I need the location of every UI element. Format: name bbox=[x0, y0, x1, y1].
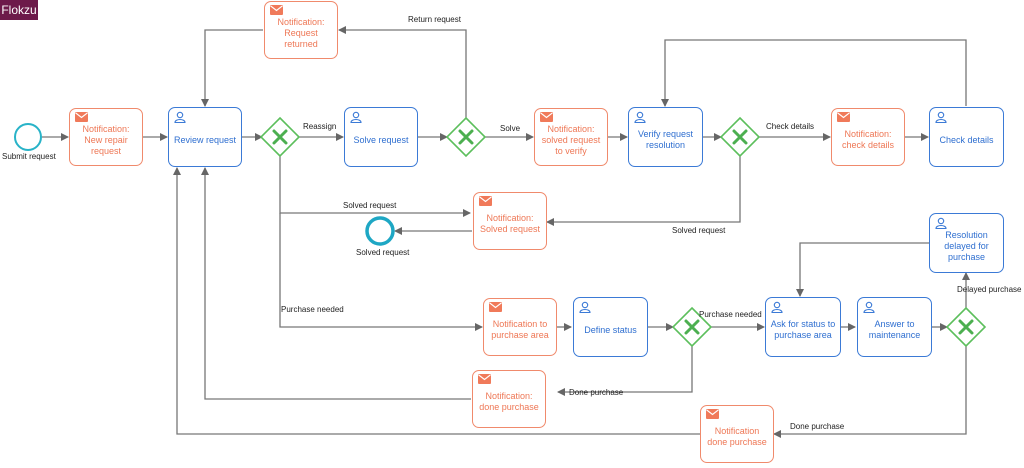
edge-label-reassign: Reassign bbox=[303, 122, 337, 131]
notification-label: Notification: solved request to verify bbox=[541, 123, 601, 156]
notification-label: Notification: check details bbox=[841, 129, 895, 150]
envelope-icon bbox=[540, 112, 553, 122]
envelope-icon bbox=[489, 302, 502, 312]
envelope-icon bbox=[837, 112, 850, 122]
edge-label-solved-request-right: Solved request bbox=[672, 226, 726, 235]
edge-label-purchase-needed-right: Purchase needed bbox=[699, 310, 762, 319]
envelope-icon bbox=[270, 5, 283, 15]
edge-purchase-needed bbox=[279, 213, 483, 331]
task-label: Define status bbox=[584, 324, 637, 335]
notification-label: Notification: New repair request bbox=[82, 123, 130, 156]
edge-return-request bbox=[338, 26, 467, 118]
user-icon bbox=[771, 301, 783, 313]
notification-request-returned[interactable]: Notification: Request returned bbox=[264, 1, 338, 59]
notification-done-purchase-1[interactable]: Notification: done purchase bbox=[472, 370, 546, 428]
task-label: Resolution delayed for purchase bbox=[944, 229, 989, 262]
edge-done-purchase-1 bbox=[557, 346, 693, 396]
edge-resolution-to-ask bbox=[796, 242, 929, 297]
edge-solved-to-notif bbox=[546, 156, 741, 226]
task-label: Answer to maintenance bbox=[868, 319, 921, 340]
envelope-icon bbox=[479, 196, 492, 206]
user-icon bbox=[579, 301, 591, 313]
notification-solved-to-verify[interactable]: Notification: solved request to verify bbox=[534, 108, 608, 166]
end-event-label: Solved request bbox=[356, 248, 410, 257]
notification-new-repair[interactable]: Notification: New repair request bbox=[69, 108, 143, 166]
gateway-2 bbox=[445, 116, 487, 158]
gateway-3 bbox=[719, 116, 761, 158]
edge-done-purchase-2 bbox=[773, 346, 967, 438]
envelope-icon bbox=[75, 112, 88, 122]
edge-label-return-request: Return request bbox=[408, 15, 461, 24]
user-icon bbox=[634, 111, 646, 123]
notification-label: Notification: done purchase bbox=[479, 391, 539, 412]
task-define-status[interactable]: Define status bbox=[573, 297, 648, 357]
envelope-icon bbox=[478, 374, 491, 384]
edge-label-done-purchase-2: Done purchase bbox=[790, 422, 845, 431]
task-answer-maintenance[interactable]: Answer to maintenance bbox=[857, 297, 932, 357]
notification-solved-request[interactable]: Notification: Solved request bbox=[473, 192, 547, 250]
edge-notif-done2-to-review bbox=[173, 167, 700, 435]
task-label: Verify request resolution bbox=[637, 129, 694, 150]
start-event-circle bbox=[14, 123, 42, 151]
notification-label: Notification: Request returned bbox=[277, 16, 325, 49]
user-icon bbox=[863, 301, 875, 313]
edge-label-solve: Solve bbox=[500, 124, 521, 133]
end-event-circle bbox=[365, 216, 395, 246]
edge-returned-to-review bbox=[201, 29, 263, 107]
edge-label-purchase-needed-left: Purchase needed bbox=[281, 305, 344, 314]
edge-label-solved-request-top: Solved request bbox=[343, 201, 397, 210]
task-label: Ask for status to purchase area bbox=[770, 319, 836, 340]
notification-label: Notification: Solved request bbox=[479, 213, 541, 234]
edge-label-done-purchase-1: Done purchase bbox=[569, 388, 624, 397]
user-icon bbox=[935, 111, 947, 123]
user-icon bbox=[174, 111, 186, 123]
notification-to-purchase-area[interactable]: Notification to purchase area bbox=[483, 298, 557, 356]
flokzu-logo: Flokzu bbox=[0, 0, 38, 20]
task-label: Review request bbox=[173, 134, 237, 145]
notification-label: Notification done purchase bbox=[707, 426, 767, 447]
user-icon bbox=[935, 217, 947, 229]
notification-done-purchase-2[interactable]: Notification done purchase bbox=[700, 405, 774, 463]
task-resolution-delayed[interactable]: Resolution delayed for purchase bbox=[929, 213, 1004, 273]
gateway-1 bbox=[259, 116, 301, 158]
task-verify-resolution[interactable]: Verify request resolution bbox=[628, 107, 703, 167]
task-ask-status[interactable]: Ask for status to purchase area bbox=[765, 297, 841, 357]
edge-label-check-details: Check details bbox=[766, 122, 815, 131]
task-solve-request[interactable]: Solve request bbox=[344, 107, 418, 167]
edge-notif-done-to-review bbox=[201, 167, 471, 400]
start-event-label: Submit request bbox=[2, 152, 56, 161]
task-label: Check details bbox=[939, 134, 994, 145]
edge-check-back bbox=[661, 39, 967, 107]
task-label: Solve request bbox=[353, 134, 409, 145]
envelope-icon bbox=[706, 409, 719, 419]
gateway-5 bbox=[945, 306, 987, 348]
notification-label: Notification to purchase area bbox=[491, 319, 549, 340]
task-review-request[interactable]: Review request bbox=[168, 107, 242, 167]
notification-check-details[interactable]: Notification: check details bbox=[831, 108, 905, 166]
task-check-details[interactable]: Check details bbox=[929, 107, 1004, 167]
edge-label-delayed-purchase: Delayed purchase bbox=[957, 285, 1022, 294]
user-icon bbox=[350, 111, 362, 123]
gateway-4 bbox=[671, 306, 713, 348]
